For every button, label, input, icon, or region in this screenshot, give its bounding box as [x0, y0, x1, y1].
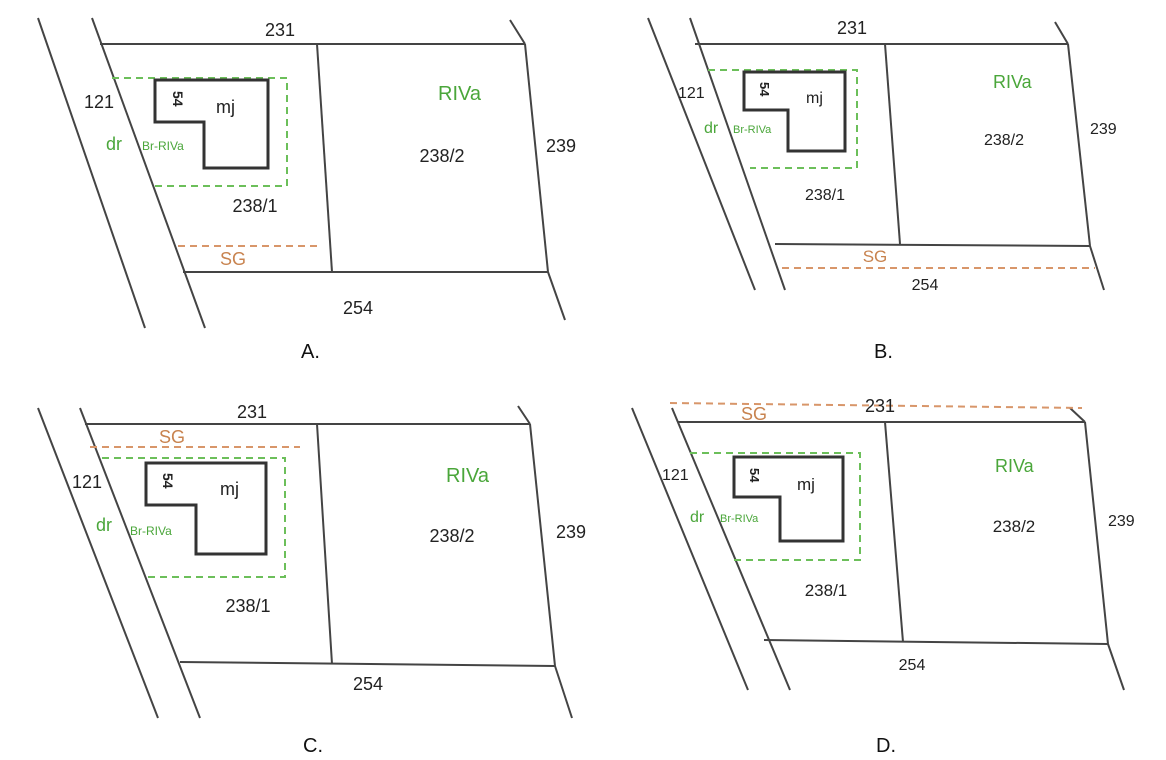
- buffer-zone-outline: [102, 457, 286, 578]
- parcel-right-label: 238/2: [419, 146, 464, 166]
- building-label: mj: [806, 90, 823, 107]
- east-label: 239: [546, 136, 576, 156]
- east-boundary: [529, 423, 556, 667]
- zone-label: RIVa: [438, 83, 482, 105]
- buffer-zone-label: Br-RIVa: [720, 513, 759, 525]
- panel-c: 231 121 239 254 dr RIVa Br-RIVa 238/1 23…: [37, 402, 586, 757]
- building-outline: [732, 455, 845, 543]
- floors-label: 54: [160, 473, 176, 489]
- building-label: mj: [797, 475, 815, 494]
- south-boundary: [763, 639, 1109, 645]
- parcel-divider: [316, 423, 333, 665]
- floors-label: 54: [170, 91, 186, 107]
- floors-label: 54: [747, 468, 762, 483]
- north-east-tick: [517, 405, 531, 425]
- south-label: 254: [899, 657, 926, 674]
- west-label: 121: [678, 85, 705, 102]
- buffer-zone-outline: [708, 69, 858, 169]
- floors-label: 54: [757, 82, 772, 97]
- east-boundary: [1084, 421, 1109, 645]
- buffer-zone-label: Br-RIVa: [733, 124, 772, 136]
- caption-b: B.: [874, 341, 893, 363]
- north-label: 231: [265, 20, 295, 40]
- road-east-line: [79, 407, 201, 719]
- road-west-line: [647, 17, 756, 291]
- north-east-tick: [1054, 21, 1069, 45]
- east-label: 239: [1090, 121, 1117, 138]
- south-label: 254: [353, 674, 383, 694]
- south-boundary: [179, 661, 556, 667]
- parcel-left-label: 238/1: [225, 596, 270, 616]
- building-outline: [153, 78, 270, 170]
- south-label: 254: [912, 277, 939, 294]
- road-west-line: [37, 17, 146, 329]
- north-label: 231: [865, 396, 895, 416]
- buffer-zone-outline: [112, 77, 288, 187]
- setback-label: SG: [159, 427, 185, 447]
- road-east-line: [689, 17, 786, 291]
- caption-c: C.: [303, 735, 323, 757]
- south-label: 254: [343, 298, 373, 318]
- east-label: 239: [1108, 513, 1135, 530]
- road-label: dr: [704, 120, 719, 137]
- parcel-divider: [884, 43, 901, 245]
- building-label: mj: [220, 479, 239, 499]
- west-label: 121: [662, 467, 689, 484]
- panel-d: 231 121 239 254 dr RIVa Br-RIVa 238/1 23…: [631, 396, 1135, 757]
- parcel-divider: [316, 43, 333, 273]
- building-outline: [742, 70, 847, 153]
- south-boundary: [774, 243, 1091, 247]
- setback-line: [669, 402, 1083, 409]
- north-label: 231: [837, 18, 867, 38]
- road-label: dr: [106, 134, 122, 154]
- west-label: 121: [72, 472, 102, 492]
- south-east-tick: [547, 271, 566, 321]
- north-east-tick: [509, 19, 526, 45]
- setback-label: SG: [863, 247, 888, 266]
- parcel-right-label: 238/2: [429, 526, 474, 546]
- setback-label: SG: [220, 249, 246, 269]
- parcel-left-label: 238/1: [805, 187, 845, 204]
- parcel-right-label: 238/2: [984, 132, 1024, 149]
- road-east-line: [671, 407, 791, 691]
- setback-label: SG: [741, 404, 767, 424]
- building-label: mj: [216, 97, 235, 117]
- road-label: dr: [690, 509, 705, 526]
- parcel-left-label: 238/1: [232, 196, 277, 216]
- south-east-tick: [1107, 643, 1125, 691]
- panel-a: 231 121 239 254 dr RIVa Br-RIVa 238/1 23…: [37, 17, 576, 363]
- caption-d: D.: [876, 735, 896, 757]
- east-boundary: [1067, 43, 1091, 247]
- north-label: 231: [237, 402, 267, 422]
- buffer-zone-label: Br-RIVa: [130, 524, 172, 538]
- parcel-right-label: 238/2: [993, 517, 1036, 536]
- parcel-left-label: 238/1: [805, 581, 848, 600]
- south-east-tick: [554, 665, 573, 719]
- road-west-line: [37, 407, 159, 719]
- north-east-tick: [1069, 407, 1086, 423]
- caption-a: A.: [301, 341, 320, 363]
- building-outline: [144, 461, 268, 556]
- zone-label: RIVa: [993, 72, 1033, 92]
- panel-b: 231 121 239 254 dr RIVa Br-RIVa 238/1 23…: [647, 17, 1117, 363]
- zone-label: RIVa: [995, 456, 1035, 476]
- west-label: 121: [84, 92, 114, 112]
- parcel-divider: [884, 421, 904, 643]
- east-boundary: [524, 43, 549, 273]
- south-east-tick: [1089, 245, 1105, 291]
- road-east-line: [91, 17, 206, 329]
- east-label: 239: [556, 522, 586, 542]
- buffer-zone-outline: [690, 452, 861, 561]
- zone-label: RIVa: [446, 465, 490, 487]
- road-west-line: [631, 407, 749, 691]
- buffer-zone-label: Br-RIVa: [142, 139, 184, 153]
- road-label: dr: [96, 515, 112, 535]
